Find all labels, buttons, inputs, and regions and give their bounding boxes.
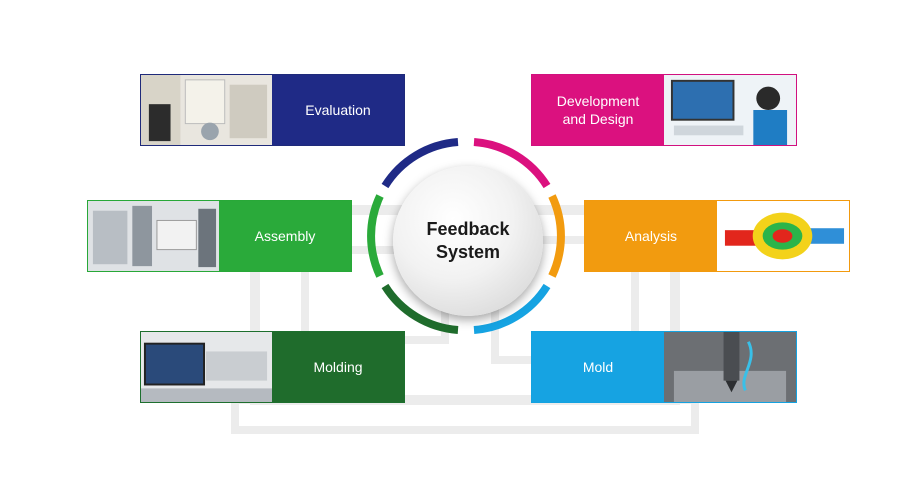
development-design-label: Development and Design [532, 75, 664, 145]
center-title-line1: Feedback [426, 219, 510, 239]
assembly-photo [88, 201, 219, 271]
molding-photo [141, 332, 272, 402]
mold-photo [664, 332, 796, 402]
mold-card[interactable]: Mold [531, 331, 797, 403]
feedback-ring [367, 138, 565, 334]
analysis-photo [717, 201, 849, 271]
analysis-label: Analysis [585, 201, 717, 271]
feedback-system-center: Feedback System [393, 166, 543, 316]
analysis-card[interactable]: Analysis [584, 200, 850, 272]
ring-arc-analysis [548, 194, 565, 278]
assembly-card[interactable]: Assembly [87, 200, 352, 272]
ring-arc-development [473, 138, 551, 189]
evaluation-label: Evaluation [272, 75, 404, 145]
ring-arc-molding [381, 283, 459, 334]
development-design-photo [664, 75, 796, 145]
ring-arc-evaluation [381, 138, 459, 189]
molding-label: Molding [272, 332, 404, 402]
ring-arc-assembly [367, 194, 384, 278]
assembly-label: Assembly [219, 201, 351, 271]
mold-label: Mold [532, 332, 664, 402]
ring-arc-mold [473, 283, 551, 334]
center-title-line2: System [435, 242, 501, 262]
evaluation-photo [141, 75, 272, 145]
molding-card[interactable]: Molding [140, 331, 405, 403]
development-design-card[interactable]: Development and Design [531, 74, 797, 146]
evaluation-card[interactable]: Evaluation [140, 74, 405, 146]
